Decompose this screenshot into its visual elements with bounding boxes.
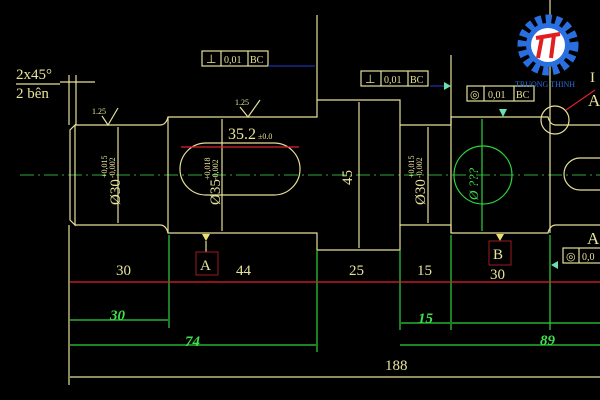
- svg-text:◎: ◎: [470, 89, 480, 101]
- svg-text:0,01: 0,01: [224, 55, 242, 66]
- chain-dim-2: 44: [236, 263, 252, 279]
- svg-text:TRUONG THINH: TRUONG THINH: [515, 80, 575, 89]
- svg-text:-0,002: -0,002: [108, 157, 117, 178]
- keyway-left: [179, 142, 301, 196]
- svg-text:-0,002: -0,002: [415, 157, 424, 178]
- overall-dim: 188: [385, 358, 408, 374]
- diameter-1: Ø30: [108, 179, 124, 205]
- svg-text:+0,015: +0,015: [407, 155, 416, 178]
- svg-text:±0.0: ±0.0: [258, 132, 272, 141]
- diameter-5: Ø ???: [466, 167, 481, 201]
- chain-dim-1: 30: [116, 263, 131, 279]
- tolerance-frame-2: ⊥ 0,01 BC: [360, 70, 451, 90]
- cumulative-dim-74: 74: [185, 334, 201, 350]
- cumulative-dim-30: 30: [109, 308, 126, 324]
- keyway-right: [563, 157, 600, 191]
- diameter-2: Ø35: [208, 179, 224, 205]
- section-label-a: A: [588, 91, 600, 110]
- roughness-1: 1.25: [92, 107, 106, 116]
- chamfer-note-sides: 2 bên: [16, 86, 49, 102]
- chamfer-note: 2x45°: [16, 67, 52, 83]
- tolerance-frame-3: ◎ 0,01 BC: [466, 85, 535, 117]
- keyway-length: 35.2: [228, 126, 256, 143]
- svg-text:0,01: 0,01: [384, 75, 402, 86]
- svg-text:0,01: 0,01: [488, 90, 506, 101]
- svg-text:B: B: [493, 247, 503, 263]
- chain-dim-4: 15: [417, 263, 432, 279]
- section-label-i: I: [590, 70, 595, 86]
- svg-text:+0,015: +0,015: [100, 155, 109, 178]
- chain-dim-3: 25: [349, 263, 364, 279]
- company-logo: TRUONG THINH: [515, 14, 579, 89]
- svg-text:-0,002: -0,002: [211, 159, 220, 180]
- svg-text:+0,018: +0,018: [203, 157, 212, 180]
- svg-text:◎: ◎: [566, 251, 576, 263]
- datum-b: B: [488, 234, 512, 266]
- shaft-outline: [69, 99, 600, 251]
- svg-text:BC: BC: [410, 75, 424, 86]
- svg-text:BC: BC: [250, 55, 264, 66]
- section-label-a-bottom: A: [587, 229, 600, 248]
- chain-dim-5: 30: [490, 267, 505, 283]
- diameter-4: Ø30: [413, 179, 429, 205]
- diameter-3: 45: [340, 170, 356, 185]
- detail-circle: [540, 105, 570, 135]
- svg-text:⊥: ⊥: [206, 52, 216, 66]
- cumulative-dim-89: 89: [540, 333, 556, 349]
- svg-text:⊥: ⊥: [365, 72, 375, 86]
- svg-text:A: A: [200, 258, 211, 274]
- svg-text:0,0: 0,0: [582, 252, 595, 263]
- datum-a: A: [195, 234, 219, 276]
- tolerance-frame-1: ⊥ 0,01 BC: [201, 50, 315, 67]
- bearing-circle: [453, 145, 513, 205]
- roughness-2: 1.25: [235, 98, 249, 107]
- cumulative-dim-15: 15: [418, 311, 434, 327]
- tolerance-frame-4: ◎ 0,0: [551, 247, 600, 269]
- svg-text:BC: BC: [516, 90, 530, 101]
